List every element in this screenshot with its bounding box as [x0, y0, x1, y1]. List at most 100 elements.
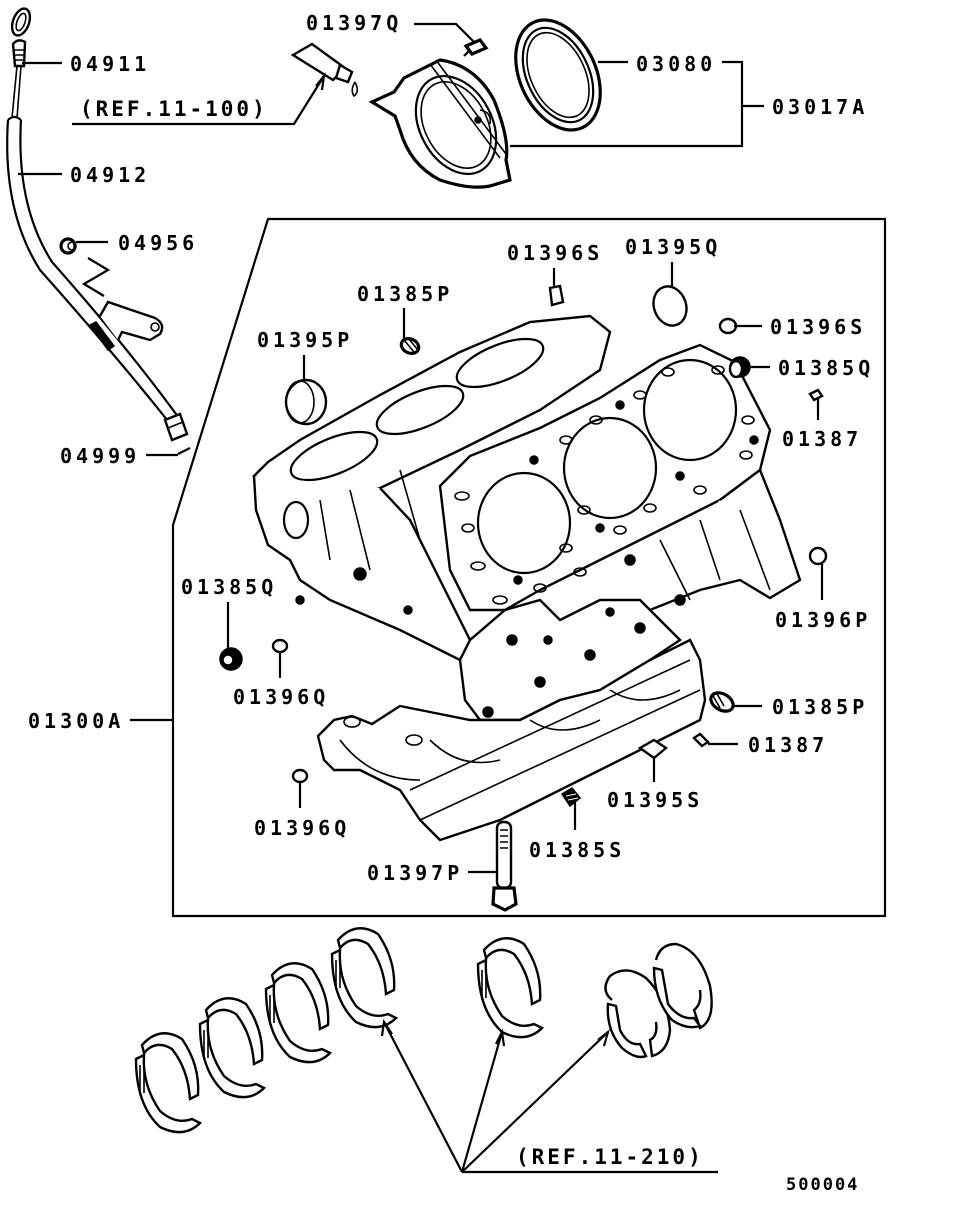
bolt-01397P-head	[491, 886, 518, 912]
label-01396Q-lower[interactable]: 01396Q	[254, 816, 350, 840]
water-jacket-holes	[454, 365, 755, 605]
thrust-washer-2-lower	[652, 966, 703, 1029]
dipstick-tube-end	[163, 412, 189, 442]
label-01396S-top[interactable]: 01396S	[507, 241, 603, 265]
dipstick-ring-handle	[10, 7, 32, 37]
bearing-shell-2	[198, 997, 267, 1099]
zigzag-indicator	[81, 257, 111, 297]
label-01396P[interactable]: 01396P	[775, 608, 871, 632]
reference-ref-11-100[interactable]: (REF.11-100)	[80, 97, 268, 121]
label-01385Q-left[interactable]: 01385Q	[181, 575, 277, 599]
label-03080[interactable]: 03080	[636, 52, 716, 76]
plug-01385S	[560, 787, 582, 808]
seal-case-bore-outer	[414, 74, 498, 176]
label-01385P-right[interactable]: 01385P	[772, 695, 868, 719]
sealant-tube	[290, 42, 359, 98]
bolt-04956-washer	[67, 241, 77, 251]
dipstick-bracket	[98, 300, 164, 342]
label-01397Q[interactable]: 01397Q	[306, 11, 402, 35]
label-04911[interactable]: 04911	[70, 52, 150, 76]
label-04956[interactable]: 04956	[118, 231, 198, 255]
thrust-washer-2-upper	[654, 942, 713, 1030]
reference-ref-11-210[interactable]: (REF.11-210)	[516, 1145, 704, 1169]
tube-clip	[88, 321, 116, 352]
dipstick-rod	[11, 65, 22, 119]
bolt-01397P-thread	[500, 829, 508, 849]
bolt-01397Q	[463, 38, 489, 57]
front-bolts	[295, 554, 686, 718]
plug-01395Q	[652, 285, 688, 327]
label-01385Q-right[interactable]: 01385Q	[778, 356, 874, 380]
left-bore-1	[289, 430, 379, 482]
label-01395S[interactable]: 01395S	[607, 788, 703, 812]
oil-seal-03080	[514, 18, 602, 132]
right-bore-1	[476, 471, 572, 575]
dipstick-tube-top	[7, 115, 22, 121]
oil-seal-outer	[514, 18, 602, 132]
bolt-01397Q-shank	[463, 49, 471, 57]
plug-01395P-inner	[285, 380, 315, 424]
dipstick-cap-ribs	[14, 49, 24, 61]
plug-01385Q-left-face	[222, 654, 234, 666]
label-01387-right[interactable]: 01387	[748, 733, 828, 757]
left-bore-3	[455, 337, 545, 389]
label-01395P[interactable]: 01395P	[257, 328, 353, 352]
oil-seal-inner	[526, 31, 590, 119]
seal-case-arrow	[479, 109, 492, 125]
bracket-hole	[150, 322, 160, 332]
dowel-01396S-top	[548, 284, 565, 307]
arrowhead-ref-11-210-3	[597, 1028, 611, 1047]
arrow-ref-11-100	[315, 72, 326, 91]
crankcase-boss-mid	[405, 734, 423, 746]
seal-case-hole	[474, 116, 482, 124]
block-right-ribs	[659, 509, 771, 601]
cylinder-block-frame	[171, 217, 887, 918]
label-01385S[interactable]: 01385S	[529, 838, 625, 862]
label-01300A[interactable]: 01300A	[28, 709, 124, 733]
right-bore-3	[642, 358, 738, 462]
label-01395Q[interactable]: 01395Q	[625, 235, 721, 259]
label-01396Q-upper[interactable]: 01396Q	[233, 685, 329, 709]
leader-ref-11-210-arrow-1	[383, 1021, 463, 1173]
dipstick-ring-inner	[15, 12, 27, 32]
label-03017A[interactable]: 03017A	[772, 95, 868, 119]
arrowhead-ref-11-210-2	[495, 1028, 506, 1047]
pin-01387-right	[692, 732, 710, 748]
bearing-shell-3	[264, 962, 333, 1064]
block-side-port	[282, 500, 310, 540]
label-01387-top[interactable]: 01387	[782, 427, 862, 451]
main-bearing-shells	[134, 927, 545, 1134]
block-right-side	[619, 468, 802, 612]
arrowhead-ref-11-210-1	[380, 1018, 393, 1037]
dowel-01396S-right	[718, 317, 738, 335]
seal-case-rib	[429, 59, 507, 159]
thrust-washers	[604, 942, 713, 1059]
plug-01395S	[637, 738, 669, 760]
leader-01397Q	[414, 22, 475, 43]
label-01385P-top[interactable]: 01385P	[357, 282, 453, 306]
label-01396S-right[interactable]: 01396S	[770, 315, 866, 339]
leader-ref-11-100	[72, 75, 325, 126]
dipstick-tube-end-line	[167, 421, 184, 429]
label-04912[interactable]: 04912	[70, 163, 150, 187]
plug-01395P	[284, 378, 328, 426]
dowel-01396Q-upper	[271, 638, 289, 654]
bolt-01397P	[491, 820, 518, 912]
label-04999[interactable]: 04999	[60, 444, 140, 468]
crankcase-flange	[409, 659, 701, 821]
plug-01385P-top	[399, 337, 421, 355]
plug-01385Q-right-face	[728, 359, 744, 379]
main-bearing-saddles	[339, 689, 681, 781]
leader-ref-11-210-arrow-2	[460, 1031, 504, 1173]
cylinder-block	[251, 314, 802, 842]
block-left-ribs	[319, 469, 421, 571]
block-crankcase	[316, 638, 707, 842]
pin-01387-top	[808, 388, 824, 402]
drawing-code: 500004	[786, 1175, 859, 1195]
thrust-washer-1-lower	[606, 1002, 648, 1059]
dipstick-tube-outer	[6, 119, 176, 431]
left-bore-2	[375, 384, 465, 436]
o-ring-04999	[177, 447, 191, 455]
label-01397P[interactable]: 01397P	[367, 861, 463, 885]
